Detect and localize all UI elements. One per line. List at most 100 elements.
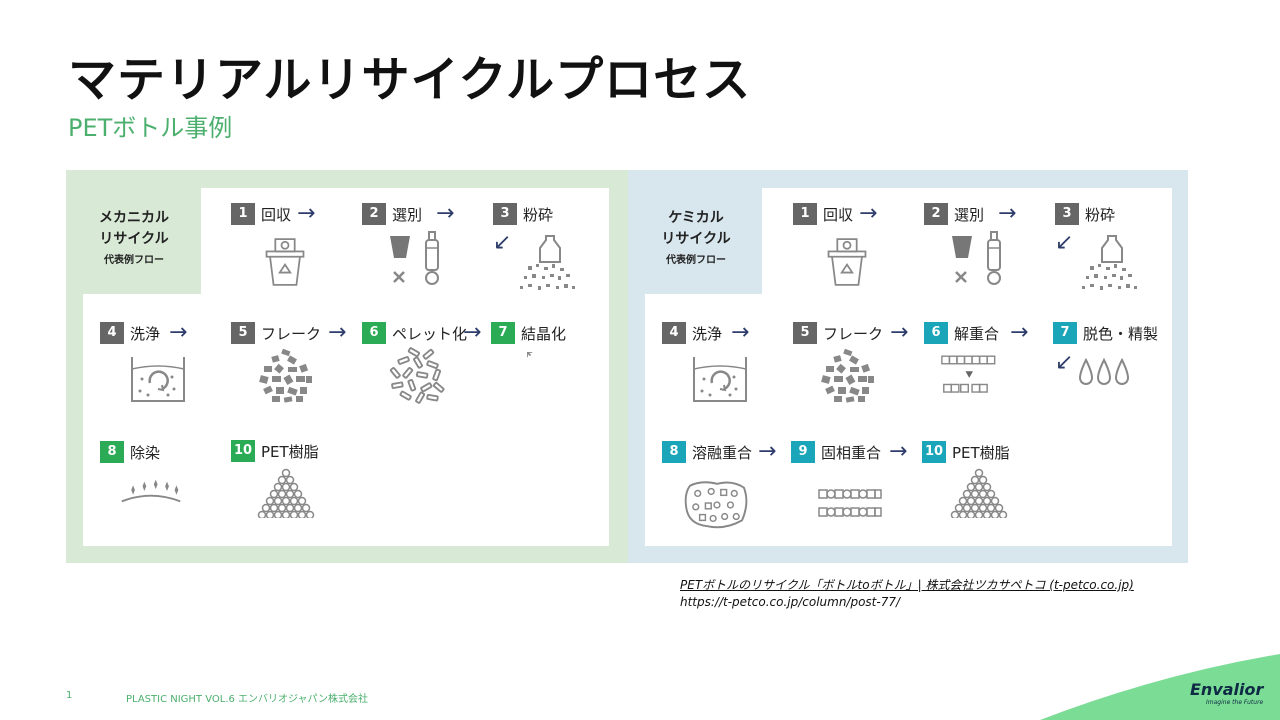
step-decontamination: 8 除染 [100, 441, 160, 463]
label-line1: ケミカル [668, 210, 724, 226]
step-label: PET樹脂 [952, 443, 1010, 462]
step-melt-polymerization: 8 溶融重合 [662, 441, 752, 463]
step-number: 1 [793, 203, 817, 225]
step-label: 粉砕 [523, 205, 554, 224]
step-pet-resin: 10 PET樹脂 [231, 440, 319, 462]
resin-pile-icon [251, 466, 321, 518]
arrow-icon: → [758, 439, 777, 464]
step-label: 除染 [130, 443, 161, 462]
sorting-bottle-icon [948, 228, 1012, 292]
step-label: 回収 [823, 205, 854, 224]
brand-logo: Envalior [1190, 680, 1264, 699]
step-number: 6 [924, 322, 948, 344]
footer-text: PLASTIC NIGHT VOL.6 エンバリオジャパン株式会社 [126, 694, 369, 705]
source-url: https://t-petco.co.jp/column/post-77/ [680, 595, 901, 609]
arrow-icon: → [731, 320, 750, 345]
step-number: 9 [791, 441, 815, 463]
step-label: PET樹脂 [261, 442, 319, 461]
step-number: 4 [100, 322, 124, 344]
arrow-icon: → [436, 201, 455, 226]
step-label: 回収 [261, 205, 292, 224]
arrow-icon: → [1010, 320, 1029, 345]
crystal-icon [527, 352, 569, 394]
arrow-icon: → [859, 201, 878, 226]
step-label: 解重合 [954, 324, 1000, 343]
crushing-bottle-icon [1078, 234, 1142, 294]
step-number: 10 [922, 441, 946, 463]
step-number: 2 [362, 203, 386, 225]
page-number: 1 [66, 690, 73, 701]
step-label: 選別 [392, 205, 423, 224]
diagonal-arrow-icon: ↙ [493, 230, 512, 255]
melt-polymerization-icon [682, 478, 750, 530]
collection-bin-icon [825, 236, 869, 288]
step-label: 固相重合 [821, 443, 882, 462]
step-number: 1 [231, 203, 255, 225]
source-citation: PETボトルのリサイクル「ボトルtoボトル」| 株式会社ツカサペトコ (t-pe… [680, 576, 1134, 609]
flake-icon [820, 348, 876, 404]
step-decolorize-purify: 7 脱色・精製 [1053, 322, 1158, 344]
step-sorting: 2 選別 [924, 203, 984, 225]
arrow-icon: → [169, 320, 188, 345]
step-label: 溶融重合 [692, 443, 753, 462]
step-sorting: 2 選別 [362, 203, 422, 225]
step-number: 7 [1053, 322, 1077, 344]
pellet-icon [386, 346, 448, 408]
step-number: 5 [231, 322, 255, 344]
step-flake: 5 フレーク [793, 322, 883, 344]
collection-bin-icon [263, 236, 307, 288]
brand-swoosh-shape [1040, 654, 1280, 720]
step-number: 2 [924, 203, 948, 225]
step-crystallization: 7 結晶化 [491, 322, 566, 344]
step-label: フレーク [261, 324, 322, 343]
arrow-icon: → [463, 320, 482, 345]
page-title: マテリアルリサイクルプロセス [68, 52, 752, 108]
label-sub: 代表例フロー [104, 255, 164, 266]
depolymerization-icon [940, 352, 1006, 400]
mechanical-recycling-panel: メカニカル リサイクル 代表例フロー 1 回収 → 2 選別 → 3 粉砕 ↙ … [66, 170, 628, 563]
chemical-recycling-panel: ケミカル リサイクル 代表例フロー 1 回収 → 2 選別 → 3 粉砕 ↙ 4… [628, 170, 1188, 563]
arrow-icon: → [889, 439, 908, 464]
step-label: 脱色・精製 [1083, 324, 1159, 343]
arrow-icon: → [998, 201, 1017, 226]
step-number: 10 [231, 440, 255, 462]
step-washing: 4 洗浄 [662, 322, 722, 344]
arrow-icon: → [890, 320, 909, 345]
sorting-bottle-icon [386, 228, 450, 292]
brand-tagline: Imagine the Future [1206, 699, 1264, 706]
resin-pile-icon [944, 466, 1014, 518]
washing-tank-icon [690, 353, 750, 405]
step-solid-state-polymerization: 9 固相重合 [791, 441, 881, 463]
step-number: 7 [491, 322, 515, 344]
step-label: 粉砕 [1085, 205, 1116, 224]
step-pelletizing: 6 ペレット化 [362, 322, 467, 344]
step-number: 3 [1055, 203, 1079, 225]
arrow-icon: → [328, 320, 347, 345]
step-number: 4 [662, 322, 686, 344]
diagonal-arrow-icon: ↙ [1055, 350, 1074, 375]
step-number: 6 [362, 322, 386, 344]
step-crushing: 3 粉砕 [493, 203, 553, 225]
step-number: 8 [662, 441, 686, 463]
step-label: フレーク [823, 324, 884, 343]
step-number: 8 [100, 441, 124, 463]
mechanical-flow-label: メカニカル リサイクル 代表例フロー [74, 208, 194, 271]
label-line1: メカニカル [99, 210, 169, 226]
diagonal-arrow-icon: ↙ [1055, 230, 1074, 255]
step-label: 結晶化 [521, 324, 567, 343]
arrow-icon: → [297, 201, 316, 226]
step-number: 5 [793, 322, 817, 344]
step-collection: 1 回収 [231, 203, 291, 225]
crushing-bottle-icon [516, 234, 580, 294]
decontamination-icon [118, 476, 184, 506]
source-link[interactable]: PETボトルのリサイクル「ボトルtoボトル」| 株式会社ツカサペトコ (t-pe… [680, 578, 1134, 592]
flake-icon [258, 348, 314, 404]
label-line2: リサイクル [661, 231, 731, 247]
chemical-flow-label: ケミカル リサイクル 代表例フロー [636, 208, 756, 271]
label-sub: 代表例フロー [666, 255, 726, 266]
step-crushing: 3 粉砕 [1055, 203, 1115, 225]
washing-tank-icon [128, 353, 188, 405]
step-label: ペレット化 [392, 324, 468, 343]
step-label: 洗浄 [692, 324, 723, 343]
solid-state-polymerization-icon [817, 488, 883, 520]
